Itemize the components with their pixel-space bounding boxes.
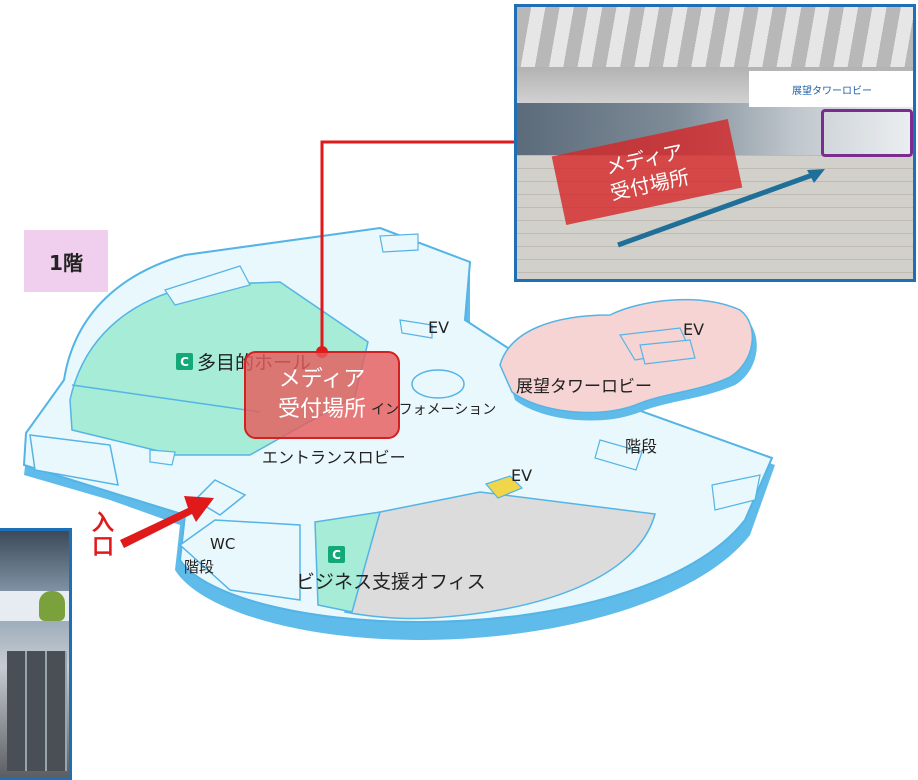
- rooms-lower-left: [178, 519, 301, 601]
- ev-center-label: EV: [511, 466, 533, 485]
- information-desk: [411, 369, 465, 399]
- tower-lobby-label: 展望タワーロビー: [516, 377, 652, 397]
- hall-divider: [71, 384, 261, 413]
- photo-direction-arrow-icon: [617, 169, 825, 248]
- stairs-left-label: 階段: [184, 558, 215, 576]
- hall-c-badge: C: [176, 353, 193, 370]
- floor-badge: 1階: [24, 230, 108, 292]
- connector-line: [320, 140, 514, 352]
- office-label: C ビジネス支援オフィス: [296, 546, 486, 594]
- tower-ev-shape: [619, 327, 696, 365]
- entrance-arrow-icon: [120, 496, 214, 548]
- entrance-line1: 入: [92, 511, 115, 536]
- media-line2: 受付場所: [277, 397, 366, 422]
- photo-door: [7, 651, 67, 771]
- ev-center-marker: [484, 475, 524, 499]
- entrance-lobby-label: エントランスロビー: [262, 448, 406, 467]
- information-label: インフォメーション: [371, 402, 497, 418]
- entrance-photo: [0, 528, 72, 780]
- photo-mascot-icon: [39, 591, 65, 621]
- floor-label: 1階: [49, 250, 83, 275]
- office-c-badge: C: [328, 546, 345, 563]
- wc-label: WC: [210, 535, 236, 553]
- ev-tower-label: EV: [683, 320, 705, 339]
- media-reception-tag: メディア 受付場所: [244, 351, 400, 439]
- business-office-area: [344, 491, 656, 620]
- tower-lobby-sign: 展望タワーロビー: [749, 71, 913, 107]
- entrance-label: 入 口: [92, 512, 114, 560]
- lobby-photo: 展望タワーロビー メディア 受付場所: [514, 4, 916, 282]
- tower-lobby-area: [499, 298, 754, 414]
- cafe-area: [314, 511, 382, 613]
- entrance-line2: 口: [92, 535, 115, 560]
- ev-top-label: EV: [428, 318, 450, 337]
- photo-highlight-box: [821, 109, 913, 157]
- stairs-right-label: 階段: [625, 437, 658, 456]
- media-line1: メディア: [278, 367, 366, 392]
- office-name: ビジネス支援オフィス: [296, 571, 486, 593]
- photo-ceiling: [517, 7, 913, 67]
